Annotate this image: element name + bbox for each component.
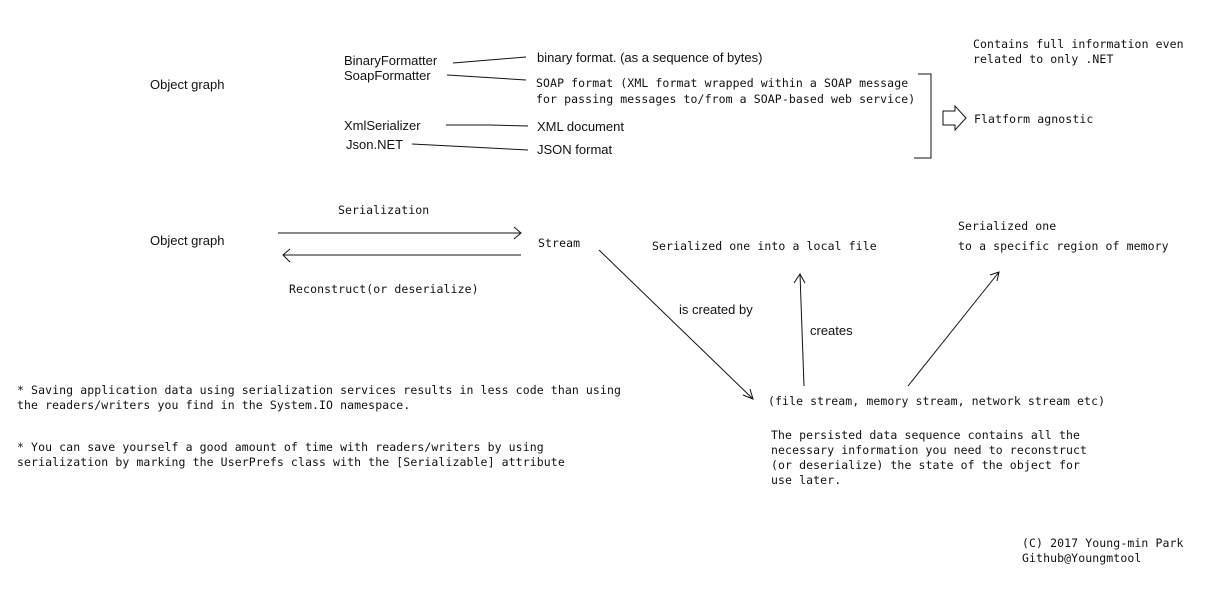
memory-arrow [907,271,1000,387]
is-created-by-label: is created by [679,302,753,317]
serialization-label: Serialization [338,203,430,217]
creates-arrow [799,273,805,387]
persisted-line2: necessary information you need to recons… [771,443,1088,457]
object-graph-label-top: Object graph [150,77,225,92]
xml-document-label: XML document [537,119,624,134]
persisted-line4: use later. [771,473,842,487]
full-info-line1: Contains full information even [973,37,1184,51]
github-label: Github@Youngmtool [1022,551,1142,565]
copyright-label: (C) 2017 Young-min Park [1022,536,1184,550]
note2-line2: serialization by marking the UserPrefs c… [17,455,565,469]
note1-line2: the readers/writers you find in the Syst… [17,398,411,412]
json-net-label: Json.NET [346,137,404,152]
full-info-line2: related to only .NET [973,52,1114,66]
connector-xml [446,124,529,127]
connector-soap [446,74,527,81]
stream-label: Stream [538,236,581,250]
soap-format-line1: SOAP format (XML format wrapped within a… [536,76,909,90]
persisted-line3: (or deserialize) the state of the object… [771,458,1081,472]
xml-serializer-label: XmlSerializer [344,118,421,133]
is-created-by-arrow [598,249,754,400]
binary-format-label: binary format. (as a sequence of bytes) [537,50,763,65]
hollow-arrow-icon [942,104,967,132]
grouping-bracket [914,73,932,159]
persisted-line1: The persisted data sequence contains all… [771,428,1081,442]
binary-formatter-label: BinaryFormatter [344,53,438,68]
connector-json [411,143,529,151]
object-graph-label-middle: Object graph [150,233,225,248]
memory-region-line2: to a specific region of memory [958,239,1169,253]
platform-agnostic-label: Flatform agnostic [974,112,1094,126]
soap-format-line2: for passing messages to/from a SOAP-base… [536,92,916,106]
memory-region-line1: Serialized one [958,219,1057,233]
local-file-label: Serialized one into a local file [652,239,877,253]
note1-line1: * Saving application data using serializ… [17,383,622,397]
soap-formatter-label: SoapFormatter [344,68,431,83]
note2-line1: * You can save yourself a good amount of… [17,440,544,454]
connector-binary [452,56,527,64]
streams-list-label: (file stream, memory stream, network str… [768,394,1106,408]
creates-label: creates [810,323,853,338]
json-format-label: JSON format [537,142,613,157]
reconstruct-label: Reconstruct(or deserialize) [289,282,479,296]
